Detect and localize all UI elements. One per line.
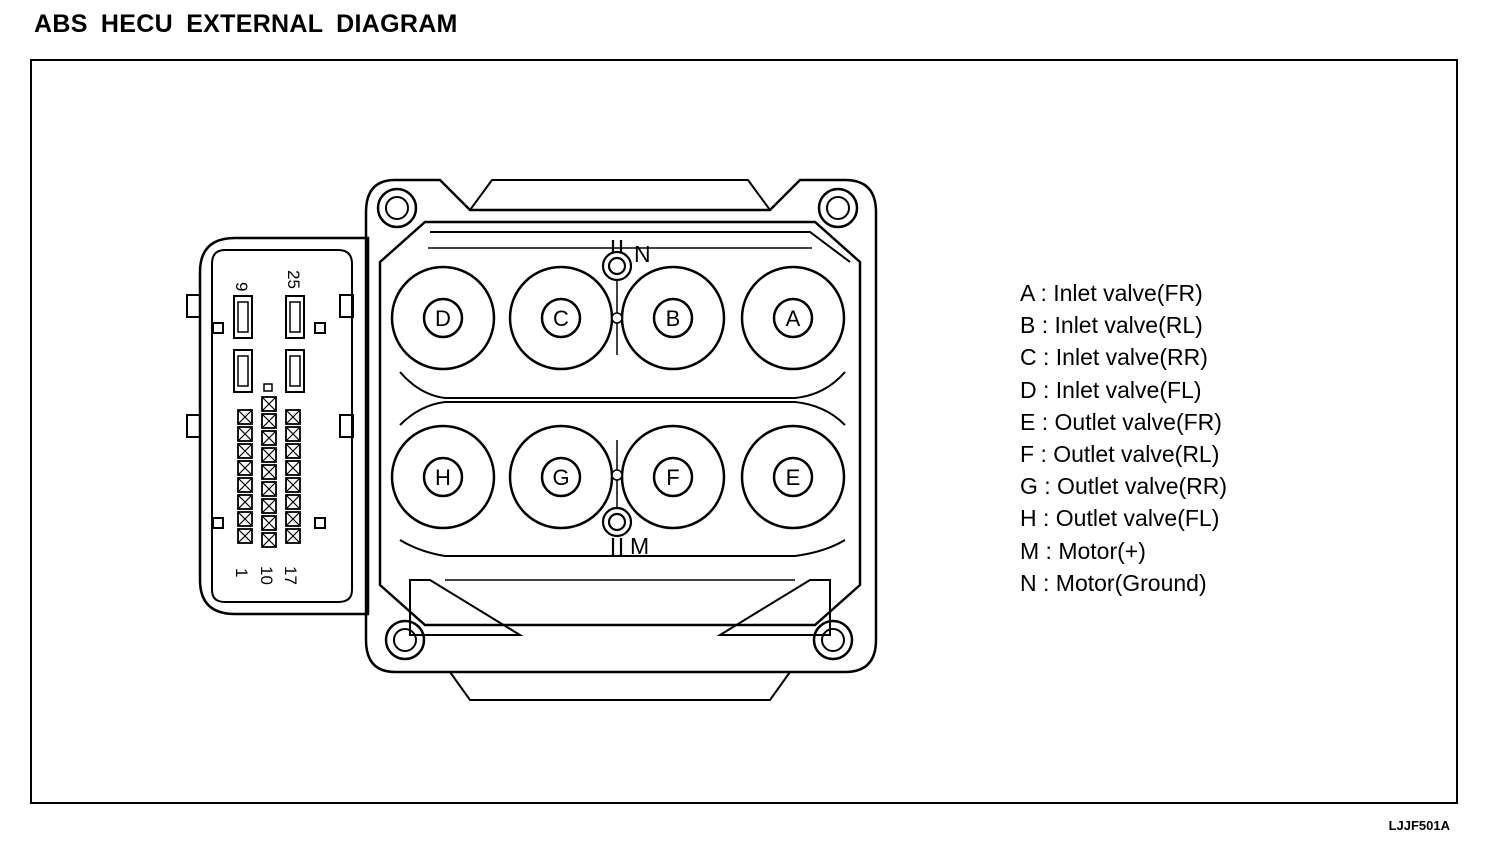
valve-f: F <box>620 424 726 530</box>
connector-pin <box>285 426 301 442</box>
pin-label-10: 10 <box>257 566 276 585</box>
valve-c: C <box>508 265 614 371</box>
connector-pin <box>285 494 301 510</box>
connector-pin <box>261 498 277 514</box>
valve-g: G <box>508 424 614 530</box>
connector-pin <box>261 481 277 497</box>
valve-label: H <box>435 465 451 490</box>
legend-item-a: A : Inlet valve(FR) <box>1020 280 1203 306</box>
hecu-housing <box>364 178 878 701</box>
valve-group: D C B A H G F E <box>390 265 846 530</box>
legend-item-e: E : Outlet valve(FR) <box>1020 408 1222 435</box>
connector-pin <box>261 515 277 531</box>
figure-code: LJJF501A <box>1388 818 1450 833</box>
legend-item-d: D : Inlet valve(FL) <box>1020 376 1202 403</box>
connector <box>186 236 370 616</box>
connector-pin <box>261 430 277 446</box>
valve-label: A <box>786 306 801 331</box>
connector-pin <box>237 460 253 476</box>
legend-item-m: M : Motor(+) <box>1020 537 1146 564</box>
legend-item-n: N : Motor(Ground) <box>1020 569 1207 596</box>
pin-label-25: 25 <box>284 270 303 289</box>
valve-b: B <box>620 265 726 371</box>
connector-pin <box>237 528 253 544</box>
connector-pin <box>237 426 253 442</box>
connector-pin <box>285 477 301 493</box>
connector-pin <box>237 443 253 459</box>
connector-pin <box>261 447 277 463</box>
terminal-n-label: N <box>634 241 651 267</box>
valve-label: D <box>435 306 451 331</box>
pin-label-17: 17 <box>281 566 300 585</box>
connector-pin <box>285 460 301 476</box>
valve-e: E <box>740 424 846 530</box>
valve-label: F <box>666 465 679 490</box>
valve-h: H <box>390 424 496 530</box>
connector-pin <box>261 464 277 480</box>
legend-item-g: G : Outlet valve(RR) <box>1020 473 1228 500</box>
connector-pin <box>237 477 253 493</box>
connector-pin <box>237 409 253 425</box>
connector-pin <box>261 396 277 412</box>
legend-item-c: C : Inlet valve(RR) <box>1020 344 1208 371</box>
valve-label: E <box>786 465 801 490</box>
legend-item-f: F : Outlet valve(RL) <box>1020 441 1220 468</box>
connector-pin <box>285 528 301 544</box>
connector-pin <box>261 532 277 548</box>
legend: A : Inlet valve(FR) B : Inlet valve(RL) C … <box>1020 277 1227 599</box>
diagram-frame <box>30 59 1458 804</box>
connector-pin <box>285 443 301 459</box>
connector-pin <box>285 409 301 425</box>
corner-bolts <box>376 187 859 661</box>
terminal-m-label: M <box>630 533 649 559</box>
valve-label: C <box>553 306 569 331</box>
page-title: ABS HECU EXTERNAL DIAGRAM <box>34 10 458 38</box>
pin-label-1: 1 <box>232 568 251 577</box>
legend-item-b: B : Inlet valve(RL) <box>1020 312 1203 339</box>
pin-label-9: 9 <box>232 282 251 291</box>
connector-pin <box>237 494 253 510</box>
motor-terminals <box>601 240 633 556</box>
valve-d: D <box>390 265 496 371</box>
valve-a: A <box>740 265 846 371</box>
valve-label: B <box>666 306 681 331</box>
connector-pin <box>237 511 253 527</box>
connector-pin <box>261 413 277 429</box>
legend-item-h: H : Outlet valve(FL) <box>1020 505 1220 532</box>
valve-label: G <box>552 465 569 490</box>
connector-pin <box>285 511 301 527</box>
